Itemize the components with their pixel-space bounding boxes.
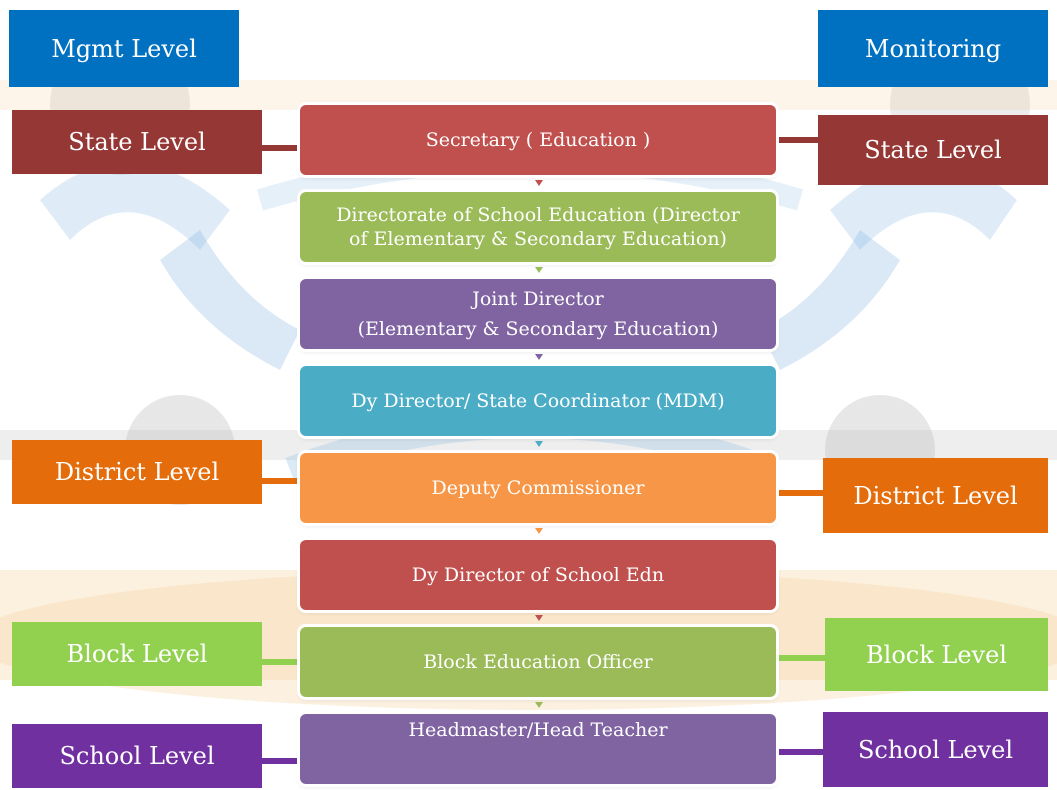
stage-label-line: Deputy Commissioner: [431, 477, 645, 499]
connector-arrow: [535, 702, 543, 708]
stage-secretary-education: Secretary ( Education ): [300, 105, 776, 175]
stage-joint-director: Joint Director (Elementary & Secondary E…: [300, 279, 776, 349]
monitoring-header: Monitoring: [818, 10, 1048, 87]
connector-arrow: [535, 180, 543, 186]
stage-deputy-commissioner: Deputy Commissioner: [300, 453, 776, 523]
connector-arrow: [535, 441, 543, 447]
stage-label-line: Directorate of School Education (Directo…: [336, 204, 740, 226]
stage-label-line: Dy Director of School Edn: [411, 564, 665, 586]
right-district-level-label: District Level: [823, 458, 1048, 533]
stage-directorate-school-education: Directorate of School Education (Directo…: [300, 192, 776, 262]
stage-label-line: Block Education Officer: [423, 651, 653, 673]
stage-label-line: Joint Director: [472, 288, 604, 310]
right-state-level-label: State Level: [818, 115, 1048, 185]
connector-arrow: [535, 354, 543, 360]
left-district-level-label: District Level: [12, 440, 262, 504]
stage-label-line: (Elementary & Secondary Education): [357, 318, 719, 340]
stage-label-line: Dy Director/ State Coordinator (MDM): [351, 390, 725, 412]
management-level-header: Mgmt Level: [9, 10, 239, 87]
stage-label-line: Secretary ( Education ): [425, 129, 651, 151]
right-school-level-label: School Level: [823, 712, 1048, 787]
stage-dy-director-state-coordinator: Dy Director/ State Coordinator (MDM): [300, 366, 776, 436]
connector-arrow: [535, 615, 543, 621]
stage-dy-director-school-edn: Dy Director of School Edn: [300, 540, 776, 610]
stage-headmaster-head-teacher: Headmaster/Head Teacher: [300, 714, 776, 784]
left-block-level-label: Block Level: [12, 622, 262, 686]
stage-block-education-officer: Block Education Officer: [300, 627, 776, 697]
stage-label-line: of Elementary & Secondary Education): [349, 228, 727, 250]
left-state-level-label: State Level: [12, 110, 262, 174]
left-school-level-label: School Level: [12, 724, 262, 788]
stage-label-line: Headmaster/Head Teacher: [408, 719, 668, 741]
right-block-level-label: Block Level: [825, 618, 1048, 691]
connector-arrow: [535, 267, 543, 273]
connector-arrow: [535, 528, 543, 534]
